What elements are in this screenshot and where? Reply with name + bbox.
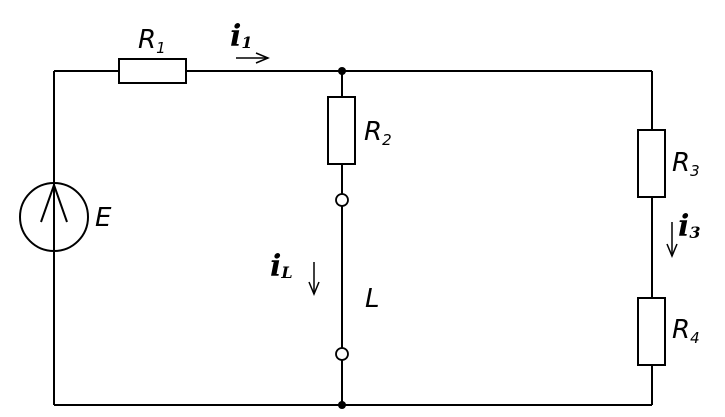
- node-top: [338, 67, 346, 75]
- inductor-terminal-top: [335, 193, 349, 207]
- label-r3-main: R: [672, 148, 690, 178]
- label-il: iL: [270, 249, 293, 284]
- resistor-r3: [637, 129, 666, 198]
- label-r2-sub: 2: [382, 131, 392, 149]
- source-arrow-head-icon: [40, 181, 68, 223]
- resistor-r4: [637, 297, 666, 366]
- label-r3-sub: 3: [690, 162, 700, 180]
- label-r2-main: R: [364, 117, 382, 147]
- label-i1-sub: 1: [241, 33, 252, 52]
- label-e: E: [95, 203, 112, 233]
- label-r1-sub: 1: [156, 39, 166, 57]
- node-bottom: [338, 401, 346, 409]
- voltage-source-e: [19, 181, 89, 252]
- label-r1-main: R: [138, 25, 156, 55]
- label-r4-sub: 4: [690, 329, 700, 347]
- label-r4: R4: [672, 315, 700, 347]
- label-r4-main: R: [672, 315, 690, 345]
- arrow-i1-icon: [236, 52, 270, 64]
- label-i3-main: i: [678, 209, 689, 244]
- arrow-i3-icon: [666, 222, 678, 258]
- resistor-r1: [118, 58, 187, 84]
- label-il-main: i: [270, 249, 281, 284]
- label-i3-sub: 3: [689, 223, 700, 242]
- label-i3: i3: [678, 209, 701, 244]
- arrow-il-icon: [308, 262, 320, 296]
- label-il-sub: L: [280, 263, 292, 282]
- label-r2: R2: [364, 117, 392, 149]
- wires: [53, 70, 653, 406]
- resistor-r2: [327, 96, 356, 165]
- label-r1: R1: [138, 25, 166, 57]
- label-l: L: [365, 284, 380, 314]
- inductor-terminal-bottom: [335, 347, 349, 361]
- label-i1: i1: [230, 19, 253, 54]
- label-i1-main: i: [230, 19, 241, 54]
- label-r3: R3: [672, 148, 700, 180]
